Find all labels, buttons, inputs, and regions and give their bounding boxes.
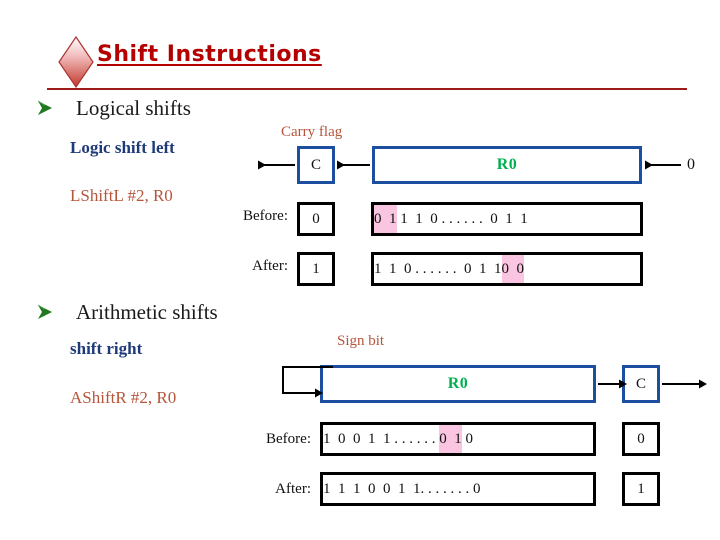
bit-segment-plain: 0	[461, 430, 474, 447]
bullet-label-logical-shifts: Logical shifts	[76, 96, 191, 120]
subhead-logic-shift-left: Logic shift left	[70, 138, 175, 157]
register-box-r0-asr: R0	[320, 365, 596, 403]
carry-value-text: 1	[312, 260, 320, 277]
page-title: Shift Instructions	[97, 42, 322, 67]
label-sign-bit: Sign bit	[337, 333, 385, 349]
bit-segment-plain: 1 1 0 . . . . . . 0 1 1	[374, 260, 502, 277]
register-label-r0: R0	[496, 156, 518, 173]
mnemonic-ashiftr: AShiftR #2, R0	[70, 388, 177, 407]
bullet-arrow-icon-arithmetic	[37, 304, 52, 319]
bit-segment-plain: 1 1 0 . . . . . . 0 1 1	[396, 210, 528, 227]
diamond-bullet-icon	[58, 36, 94, 88]
bit-segment-highlighted: 0 0	[501, 255, 524, 283]
carry-value-before-lsl: 0	[297, 202, 335, 236]
carry-flag-box-asr: C	[622, 365, 660, 403]
bit-row-before-lsl: 0 1 1 1 0 . . . . . . 0 1 1	[371, 202, 643, 236]
carry-value-after-lsl: 1	[297, 252, 335, 286]
bit-segment-highlighted: 0 1	[374, 205, 397, 233]
subhead-shift-right: shift right	[70, 339, 143, 358]
bit-segment-plain: 1 1 1 0 0 1 1. . . . . . . 0	[323, 480, 481, 497]
row-label-before-lsl: Before:	[243, 208, 288, 224]
bit-row-before-asr: 1 0 0 1 1 . . . . . . 0 1 0	[320, 422, 596, 456]
carry-flag-box-label: C	[310, 156, 321, 173]
bit-segment-plain: 1 0 0 1 1 . . . . . .	[323, 430, 440, 447]
label-carry-flag: Carry flag	[281, 124, 343, 140]
title-divider	[47, 88, 687, 90]
bullet-arrow-icon-logical	[37, 100, 52, 115]
carry-flag-box-label: C	[635, 375, 646, 392]
bit-row-after-asr: 1 1 1 0 0 1 1. . . . . . . 0	[320, 472, 596, 506]
carry-value-text: 1	[637, 480, 645, 497]
carry-value-text: 0	[312, 210, 320, 227]
bit-segment-highlighted: 0 1	[439, 425, 462, 453]
row-label-before-asr: Before:	[266, 431, 311, 447]
input-zero-lsl: 0	[687, 156, 695, 173]
bullet-label-arithmetic-shifts: Arithmetic shifts	[76, 300, 218, 324]
mnemonic-lshiftl: LShiftL #2, R0	[70, 186, 173, 205]
row-label-after-lsl: After:	[252, 258, 288, 274]
bit-row-after-lsl: 1 1 0 . . . . . . 0 1 1 0 0	[371, 252, 643, 286]
row-label-after-asr: After:	[275, 481, 311, 497]
register-label-r0: R0	[447, 375, 469, 392]
carry-value-after-asr: 1	[622, 472, 660, 506]
carry-value-before-asr: 0	[622, 422, 660, 456]
register-box-r0-lsl: R0	[372, 146, 642, 184]
carry-flag-box-lsl: C	[297, 146, 335, 184]
carry-value-text: 0	[637, 430, 645, 447]
